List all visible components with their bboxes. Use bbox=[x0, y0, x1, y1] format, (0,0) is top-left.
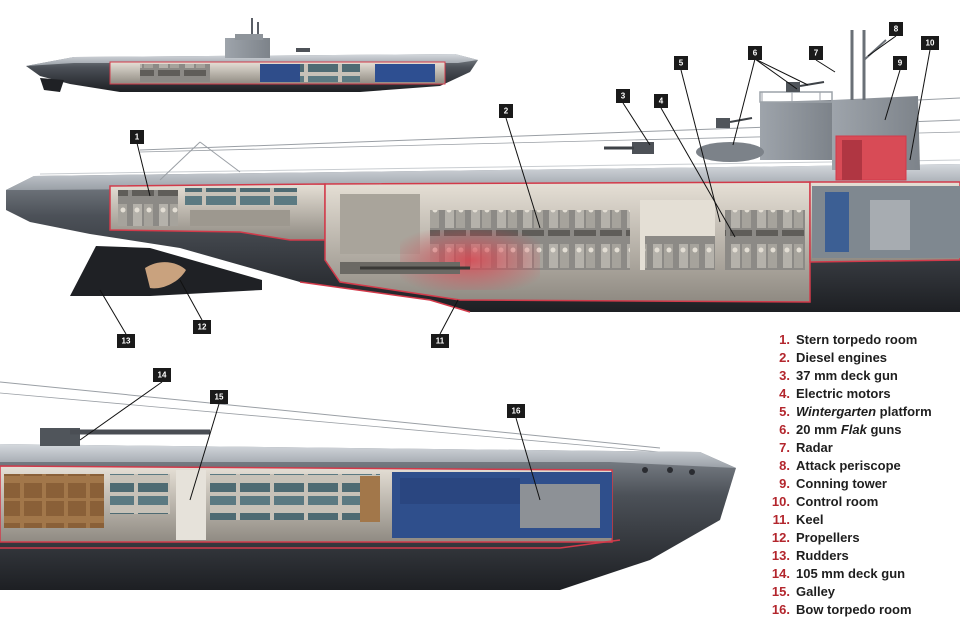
callout-1: 1 bbox=[130, 130, 144, 144]
svg-text:11: 11 bbox=[436, 337, 445, 346]
legend-item: 8. Attack periscope bbox=[764, 457, 954, 475]
legend-number: 12. bbox=[771, 530, 790, 545]
svg-text:14: 14 bbox=[158, 371, 167, 380]
legend-number: 6. bbox=[779, 422, 790, 437]
legend-item: 7. Radar bbox=[764, 439, 954, 457]
callout-markers: 1 2 3 4 5 6 7 8 9 10 11 12 13 14 15 16 bbox=[117, 22, 939, 418]
legend-label: Wintergarten bbox=[796, 404, 877, 419]
legend-number: 9. bbox=[779, 476, 790, 491]
callout-6: 6 bbox=[748, 46, 762, 60]
legend-number: 13. bbox=[771, 548, 790, 563]
legend-item: 14. 105 mm deck gun bbox=[764, 565, 954, 583]
legend-label: Flak bbox=[840, 422, 867, 437]
legend-label: Propellers bbox=[796, 530, 860, 545]
legend-label: Control room bbox=[796, 494, 879, 509]
svg-text:10: 10 bbox=[926, 39, 935, 48]
legend-number: 5. bbox=[779, 404, 790, 419]
legend-label: Keel bbox=[796, 512, 824, 527]
legend-item: 16. Bow torpedo room bbox=[764, 601, 954, 619]
legend-label: Attack periscope bbox=[796, 458, 901, 473]
legend-label: Galley bbox=[796, 584, 836, 599]
legend-item: 13. Rudders bbox=[764, 547, 954, 565]
callout-12: 12 bbox=[193, 320, 211, 334]
legend-label: guns bbox=[866, 422, 902, 437]
legend-number: 8. bbox=[779, 458, 790, 473]
callout-14: 14 bbox=[153, 368, 171, 382]
legend-label: 20 mm bbox=[796, 422, 841, 437]
callout-13: 13 bbox=[117, 334, 135, 348]
svg-text:7: 7 bbox=[814, 49, 819, 58]
legend-label: Rudders bbox=[796, 548, 849, 563]
legend-number: 11. bbox=[772, 512, 790, 527]
legend-number: 14. bbox=[771, 566, 790, 581]
stern-section bbox=[6, 30, 960, 313]
legend-item: 2. Diesel engines bbox=[764, 349, 954, 367]
legend-label: 37 mm deck gun bbox=[796, 368, 898, 383]
legend-label: Radar bbox=[796, 440, 833, 455]
legend-number: 15. bbox=[771, 584, 790, 599]
callout-3: 3 bbox=[616, 89, 630, 103]
callout-11: 11 bbox=[431, 334, 449, 348]
overview-submarine bbox=[26, 18, 478, 92]
legend-item: 11. Keel bbox=[764, 511, 954, 529]
legend-number: 10. bbox=[771, 494, 790, 509]
legend-number: 7. bbox=[779, 440, 790, 455]
callout-2: 2 bbox=[499, 104, 513, 118]
legend-number: 16. bbox=[771, 602, 790, 617]
parts-legend: 1. Stern torpedo room 2. Diesel engines 3. 37… bbox=[764, 331, 954, 619]
svg-text:4: 4 bbox=[659, 97, 664, 106]
legend-label: Diesel engines bbox=[796, 350, 888, 365]
legend-item: 6. 20 mm Flak guns bbox=[764, 421, 954, 439]
legend-label: platform bbox=[876, 404, 932, 419]
callout-9: 9 bbox=[893, 56, 907, 70]
callout-16: 16 bbox=[507, 404, 525, 418]
legend-item: 3. 37 mm deck gun bbox=[764, 367, 954, 385]
svg-text:15: 15 bbox=[215, 393, 224, 402]
svg-text:1: 1 bbox=[135, 133, 140, 142]
legend-label: Electric motors bbox=[796, 386, 891, 401]
svg-text:5: 5 bbox=[679, 59, 684, 68]
legend-label: Stern torpedo room bbox=[796, 332, 918, 347]
svg-text:6: 6 bbox=[753, 49, 758, 58]
legend-number: 3. bbox=[779, 368, 790, 383]
svg-text:13: 13 bbox=[122, 337, 131, 346]
bow-section bbox=[0, 381, 736, 590]
callout-8: 8 bbox=[889, 22, 903, 36]
callout-4: 4 bbox=[654, 94, 668, 108]
legend-number: 4. bbox=[779, 386, 790, 401]
svg-text:16: 16 bbox=[512, 407, 521, 416]
legend-item: 15. Galley bbox=[764, 583, 954, 601]
callout-10: 10 bbox=[921, 36, 939, 50]
svg-text:3: 3 bbox=[621, 92, 626, 101]
legend-item: 12. Propellers bbox=[764, 529, 954, 547]
legend-label: Bow torpedo room bbox=[796, 602, 912, 617]
svg-text:8: 8 bbox=[894, 25, 899, 34]
legend-item: 9. Conning tower bbox=[764, 475, 954, 493]
svg-text:2: 2 bbox=[504, 107, 509, 116]
legend-item: 1. Stern torpedo room bbox=[764, 331, 954, 349]
svg-text:12: 12 bbox=[198, 323, 207, 332]
legend-number: 1. bbox=[779, 332, 790, 347]
callout-7: 7 bbox=[809, 46, 823, 60]
legend-item: 5. Wintergarten platform bbox=[764, 403, 954, 421]
callout-5: 5 bbox=[674, 56, 688, 70]
legend-item: 10. Control room bbox=[764, 493, 954, 511]
legend-label: Conning tower bbox=[796, 476, 887, 491]
svg-text:9: 9 bbox=[898, 59, 903, 68]
legend-item: 4. Electric motors bbox=[764, 385, 954, 403]
callout-15: 15 bbox=[210, 390, 228, 404]
leader-lines bbox=[79, 35, 931, 501]
legend-number: 2. bbox=[779, 350, 790, 365]
legend-label: 105 mm deck gun bbox=[796, 566, 906, 581]
